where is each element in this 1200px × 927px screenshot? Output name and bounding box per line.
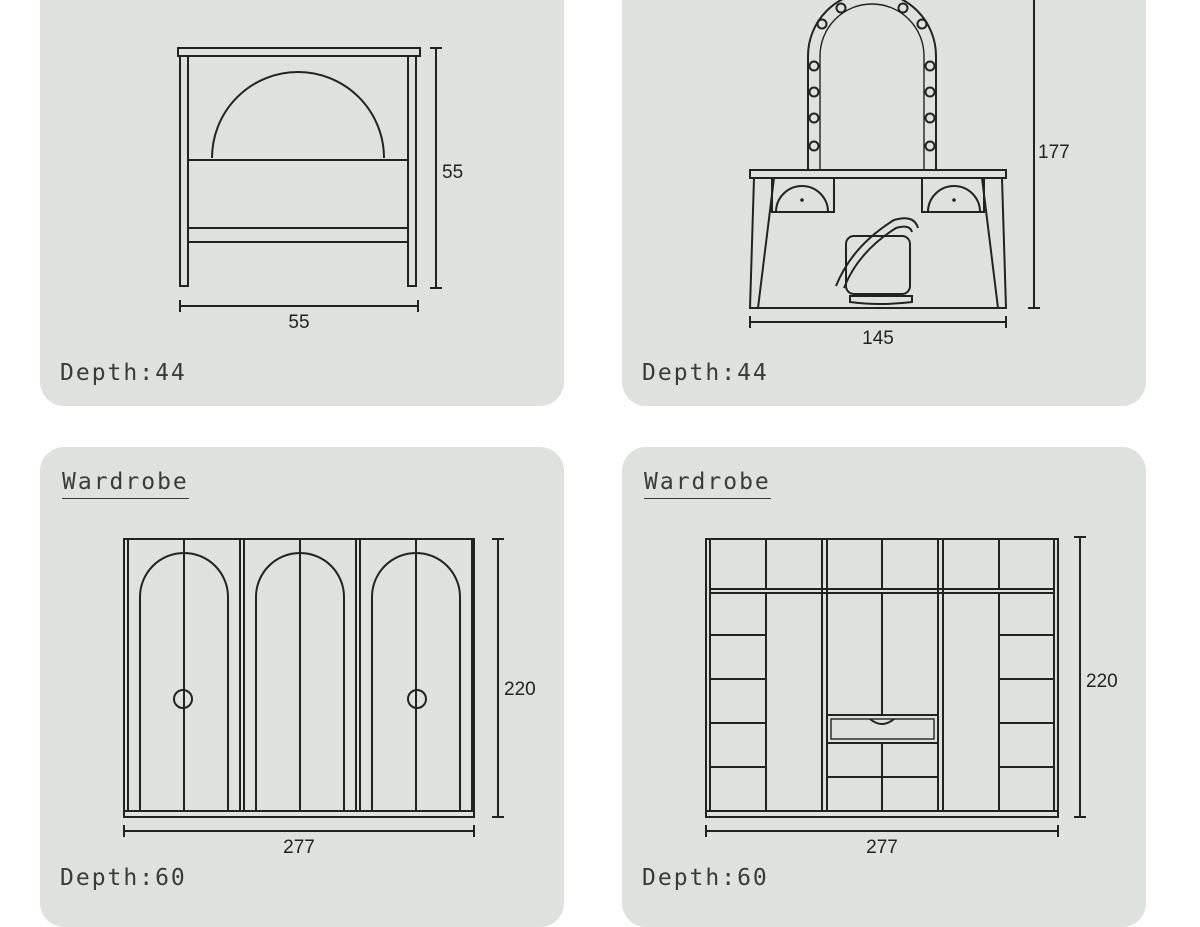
nightstand-panel: 55 55 Depth:44 [40,0,564,406]
wardrobe-knob [173,689,193,709]
vanity-drawing: 177 145 [748,0,1070,349]
vanity-left-drawer [771,177,835,213]
vanity-mirror-bulbs [808,2,936,152]
vanity-width-label: 145 [862,328,894,349]
wardrobe-arched-panel: 220 277 Wardrobe Depth:60 [40,447,564,927]
nightstand-arch [211,71,385,159]
vanity-mirror-frame [807,0,937,171]
nightstand-top [177,47,421,57]
wardrobe-open-height-label: 220 [1086,671,1118,692]
wardrobe-knob [407,689,427,709]
vanity-mirror-glass [819,3,925,170]
nightstand-width-label: 55 [288,312,309,333]
vanity-height-label: 177 [1038,142,1070,163]
wardrobe-arched-title: Wardrobe [62,471,189,499]
wardrobe-open-drawing: 220 277 [705,536,1118,858]
wardrobe-open-depth-label: Depth:60 [642,865,769,891]
wardrobe-arched-module-left [127,538,241,812]
nightstand-height-label: 55 [442,162,463,183]
nightstand-depth-label: Depth:44 [60,360,187,386]
wardrobe-arched-height-label: 220 [504,679,536,700]
wardrobe-arched-module-right [359,538,473,812]
vanity-left-leg [748,177,775,309]
vanity-tabletop [749,169,1007,179]
vanity-panel: 177 145 Depth:44 [622,0,1146,406]
vanity-stool [835,217,919,305]
nightstand-shelf [187,227,409,243]
wardrobe-arched-width-label: 277 [283,837,315,858]
wardrobe-open-width-label: 277 [866,837,898,858]
nightstand-right-leg [407,55,417,287]
nightstand-left-leg [179,55,189,287]
wardrobe-arched-drawing: 220 277 [123,538,536,858]
wardrobe-open-title: Wardrobe [644,471,771,499]
wardrobe-open-center-section [826,593,939,811]
wardrobe-open-right-shelves [942,592,1054,812]
vanity-right-drawer [921,177,985,213]
nightstand-drawing: 55 55 [177,47,463,333]
vanity-right-leg [981,177,1008,309]
vanity-depth-label: Depth:44 [642,360,769,386]
wardrobe-arched-depth-label: Depth:60 [60,865,187,891]
wardrobe-open-panel: 220 277 Wardrobe Depth:60 [622,447,1146,927]
wardrobe-arched-module-center [243,538,357,812]
wardrobe-open-left-shelves [710,592,823,812]
